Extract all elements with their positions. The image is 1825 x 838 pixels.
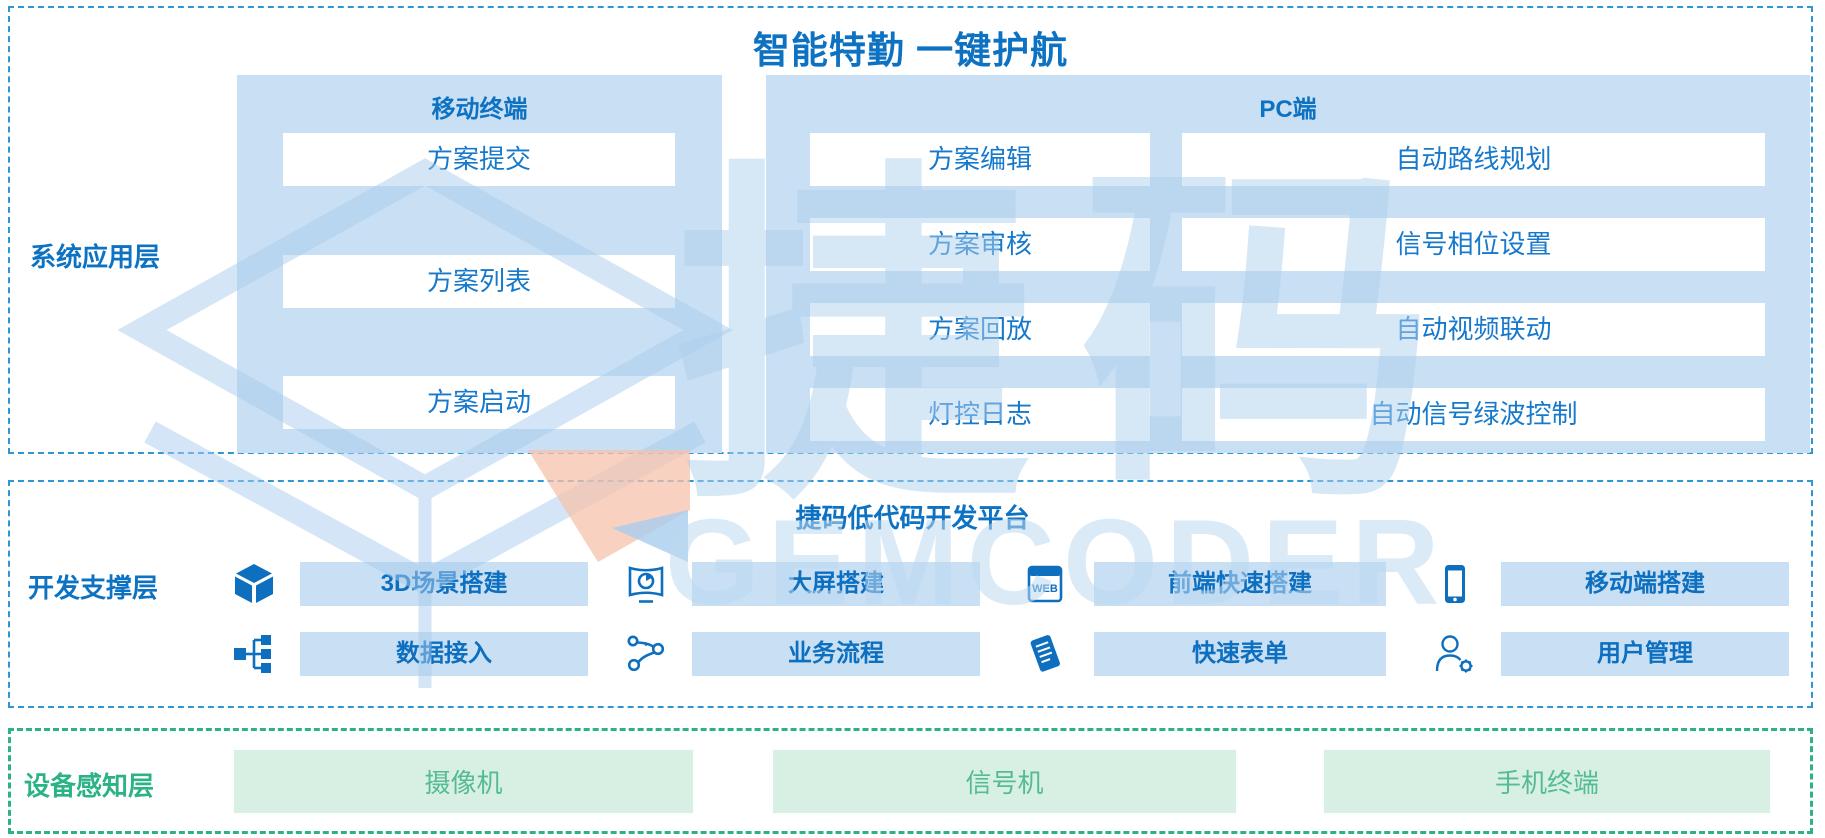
dev-capability-box: 数据接入 (300, 632, 588, 676)
mobile-panel: 移动终端 方案提交 方案列表 方案启动 (237, 75, 722, 453)
device-layer-label: 设备感知层 (24, 771, 155, 801)
pc-left-item-box: 方案审核 (810, 218, 1150, 271)
platform-title: 捷码低代码开发平台 (795, 503, 1030, 533)
pc-left-item-box: 方案回放 (810, 303, 1150, 356)
development-layer-frame (8, 480, 1813, 708)
mobile-item-box: 方案列表 (283, 255, 675, 308)
application-layer-label: 系统应用层 (30, 242, 161, 272)
phone-icon (1433, 562, 1477, 606)
pc-right-item-box: 自动路线规划 (1182, 133, 1765, 186)
form-icon (1023, 632, 1067, 676)
cube-3d-icon (232, 562, 276, 606)
dev-capability-box: 前端快速搭建 (1094, 562, 1386, 606)
device-box: 手机终端 (1322, 748, 1772, 815)
pc-right-item-box: 自动视频联动 (1182, 303, 1765, 356)
dev-capability-box: 用户管理 (1501, 632, 1789, 676)
mobile-item-box: 方案启动 (283, 376, 675, 429)
dev-capability-box: 移动端搭建 (1501, 562, 1789, 606)
mobile-item-box: 方案提交 (283, 133, 675, 186)
pc-right-item-box: 自动信号绿波控制 (1182, 388, 1765, 441)
pc-right-item-box: 信号相位设置 (1182, 218, 1765, 271)
dev-capability-box: 大屏搭建 (692, 562, 980, 606)
page-title: 智能特勤 一键护航 (752, 30, 1069, 71)
pc-panel-header: PC端 (1259, 96, 1317, 123)
tree-icon (232, 632, 276, 676)
application-layer-frame: 智能特勤 一键护航 系统应用层 移动终端 方案提交 方案列表 方案启动 PC端 … (8, 6, 1813, 454)
device-layer-frame (8, 728, 1813, 834)
dev-capability-box: 3D场景搭建 (300, 562, 588, 606)
dev-capability-box: 快速表单 (1094, 632, 1386, 676)
pc-panel: PC端 方案编辑 方案审核 方案回放 灯控日志 自动路线规划 信号相位设置 自动… (766, 75, 1810, 453)
screen-pie-icon (624, 562, 668, 606)
development-layer-label: 开发支撑层 (28, 573, 159, 603)
dev-capability-box: 业务流程 (692, 632, 980, 676)
device-box: 信号机 (771, 748, 1238, 815)
user-gear-icon (1433, 632, 1477, 676)
web-icon: WEB (1023, 562, 1067, 606)
device-box: 摄像机 (232, 748, 695, 815)
web-icon-text: WEB (1032, 583, 1058, 595)
mobile-panel-header: 移动终端 (431, 96, 528, 123)
pc-left-item-box: 方案编辑 (810, 133, 1150, 186)
flow-icon (624, 632, 668, 676)
pc-left-item-box: 灯控日志 (810, 388, 1150, 441)
